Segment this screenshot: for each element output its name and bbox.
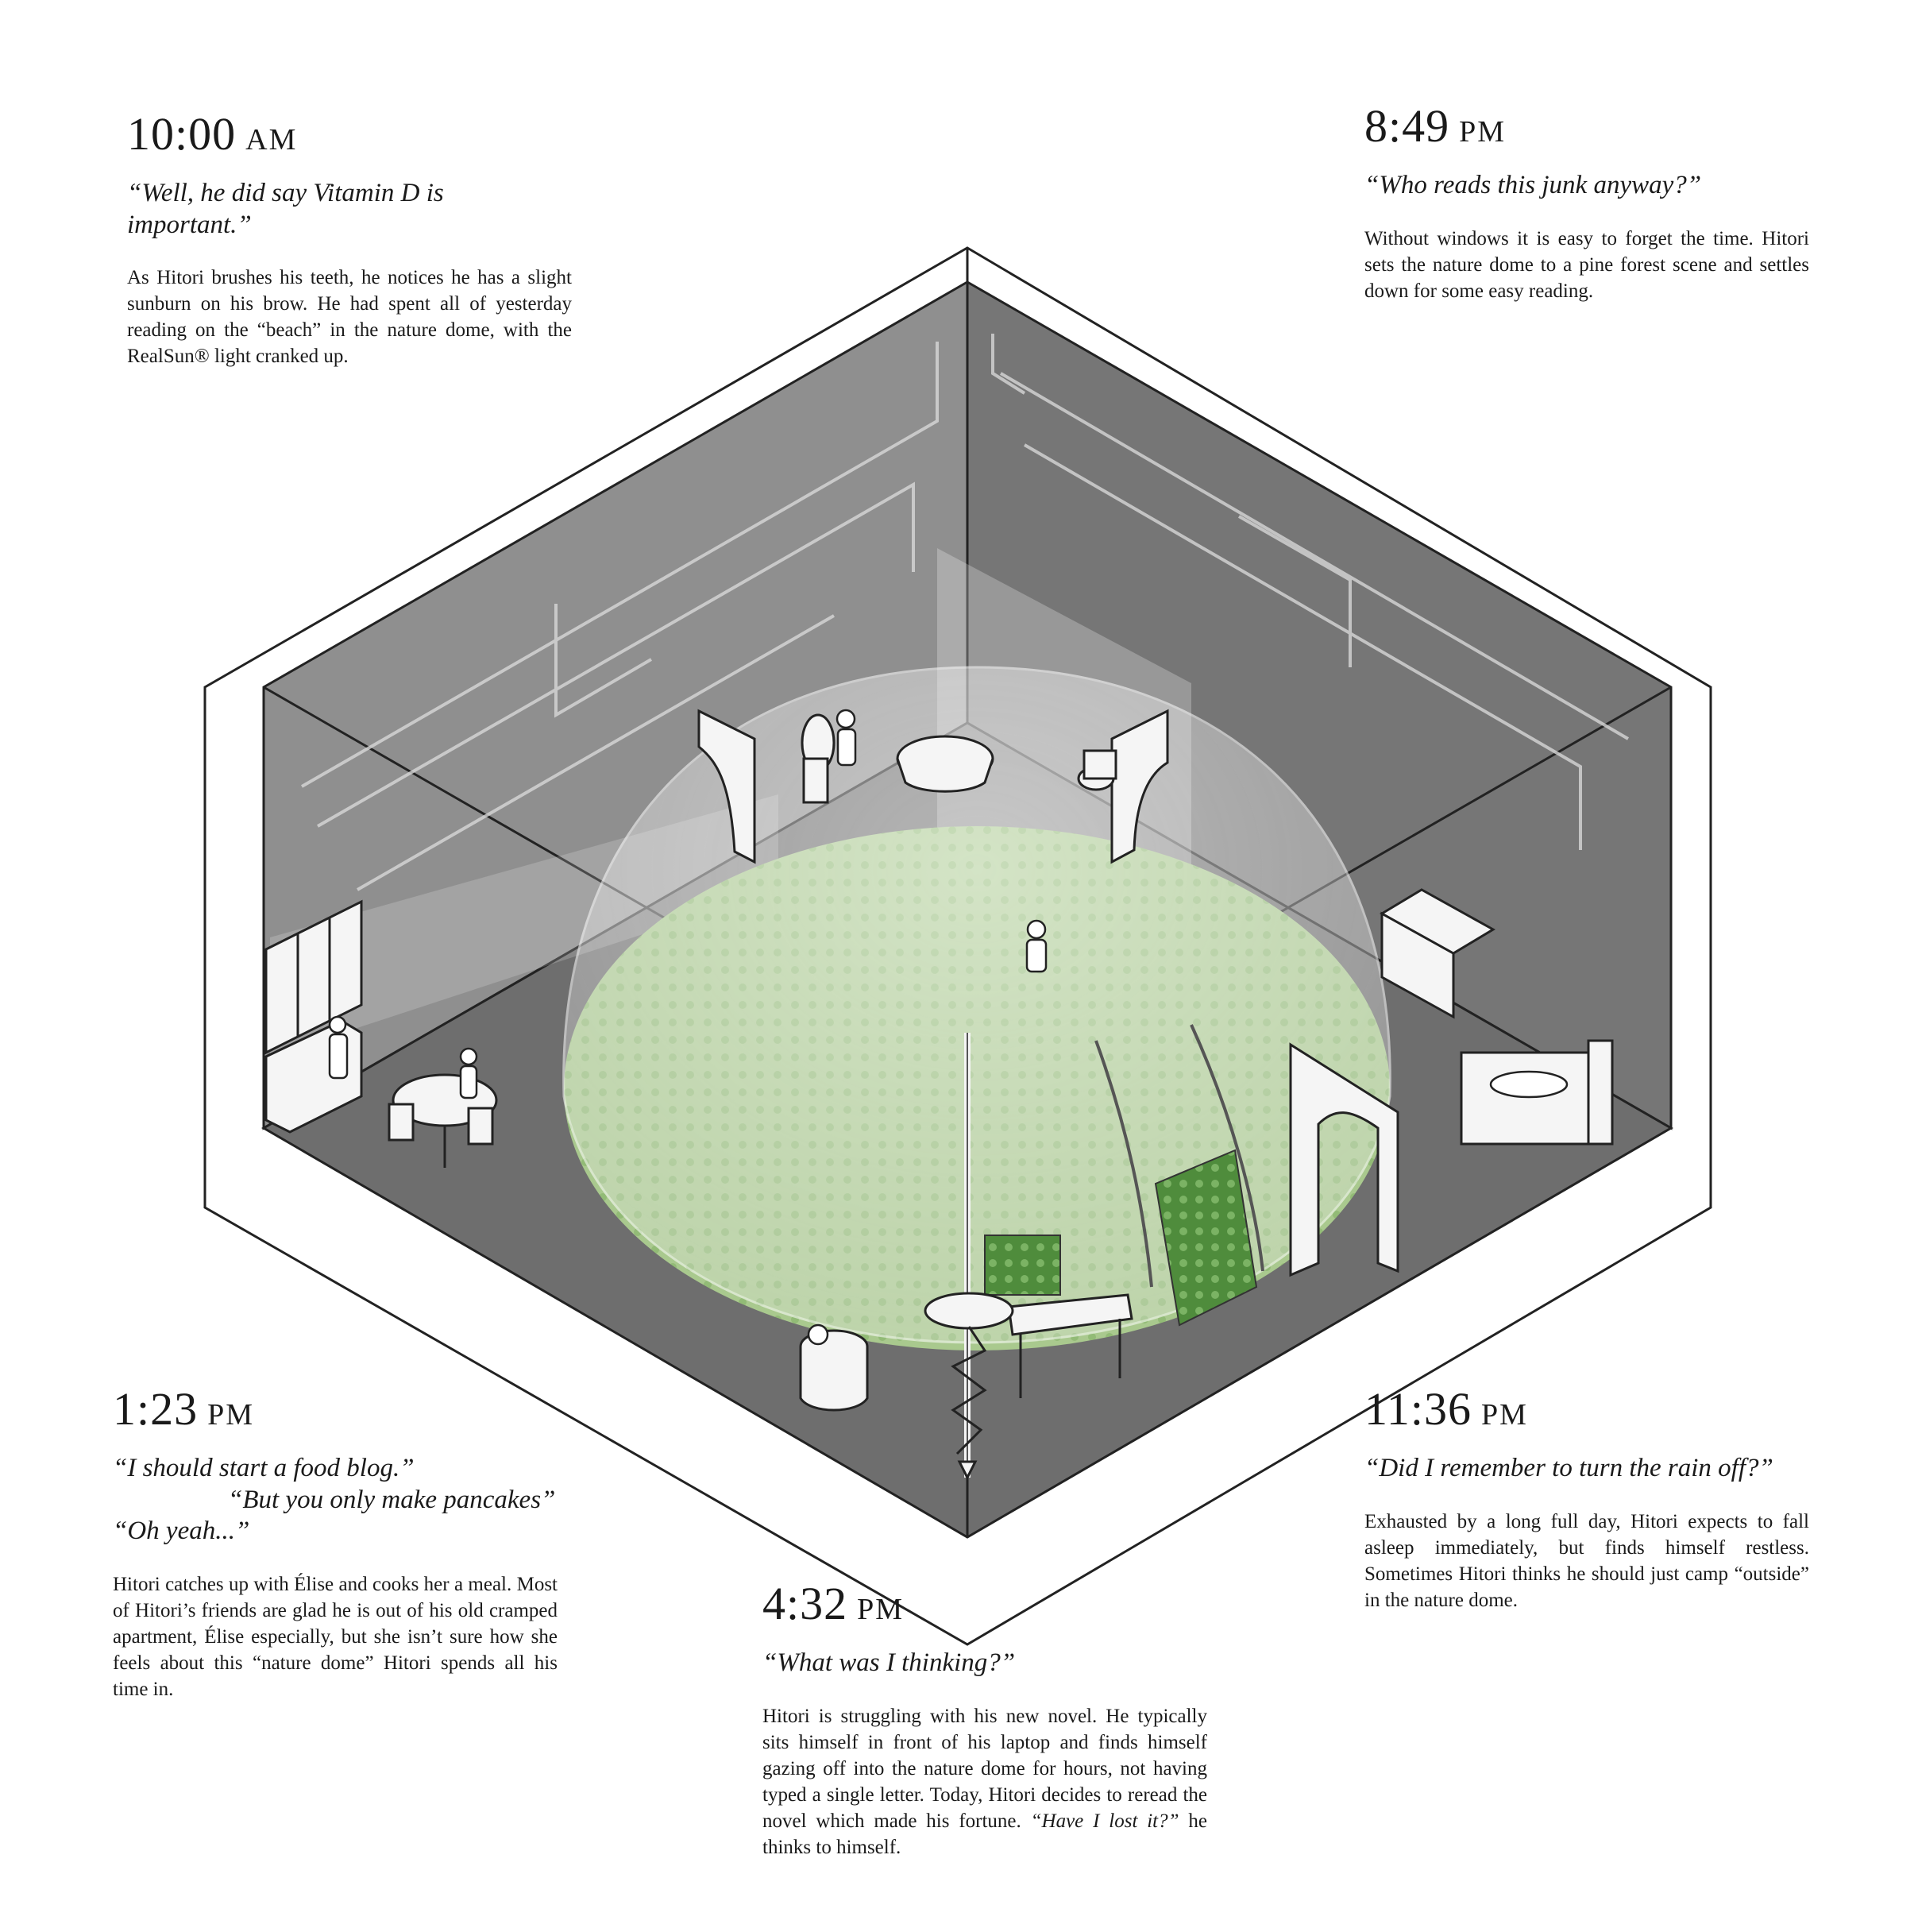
caption-body: Hitori is struggling with his new novel.…	[762, 1705, 1207, 1858]
caption-body: Without windows it is easy to forget the…	[1364, 227, 1809, 302]
utility-pipes	[301, 334, 1630, 891]
caption-quote: “Well, he did say Vitamin D is important…	[127, 179, 444, 239]
dome-rib	[1094, 1040, 1153, 1288]
dome-door-panel	[1154, 1149, 1258, 1327]
bedroom-furniture	[1380, 888, 1614, 1146]
bathroom-fixtures	[801, 713, 1117, 804]
dome-window-panel	[984, 1235, 1061, 1296]
dome-rib	[1190, 1024, 1264, 1272]
quote-line: “I should start a food blog.”	[113, 1454, 415, 1482]
caption-quote: “Who reads this junk anyway?”	[1364, 171, 1702, 199]
arch-doorways	[697, 709, 1399, 1277]
caption-body: As Hitori brushes his teeth, he notices …	[127, 267, 572, 368]
quote-line: “Oh yeah...”	[113, 1517, 250, 1546]
quote-line: “But you only make pancakes”	[228, 1485, 556, 1514]
hitori-figures	[328, 709, 1569, 1346]
caption-body: Exhausted by a long full day, Hitori exp…	[1364, 1510, 1809, 1611]
nature-dome	[562, 666, 1391, 1350]
caption-quote: “I should start a food blog.” “But you o…	[113, 1453, 558, 1548]
caption-body: Hitori catches up with Élise and cooks h…	[113, 1573, 558, 1700]
caption-quote: “Did I remember to turn the rain off?”	[1364, 1454, 1773, 1482]
caption-quote: “What was I thinking?”	[762, 1648, 1016, 1677]
room-outline	[203, 246, 1712, 1646]
